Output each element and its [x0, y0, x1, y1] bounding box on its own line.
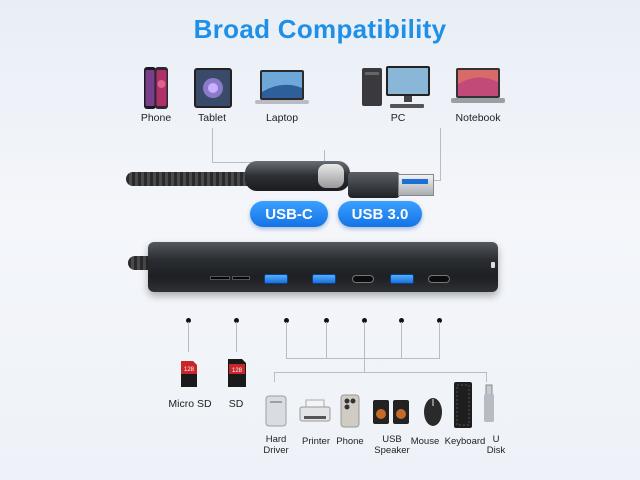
leader-line	[212, 128, 213, 162]
leader-dot	[234, 318, 239, 323]
device-label-laptop: Laptop	[265, 112, 299, 124]
usb-c-plug-tip	[318, 164, 344, 188]
sd-card-icon: 128	[226, 358, 248, 388]
device-label-tablet: Tablet	[197, 112, 227, 124]
leader-dot	[186, 318, 191, 323]
usb-device-label-u-disk: U Disk	[486, 434, 506, 456]
card-label-micro-sd: Micro SD	[168, 398, 212, 410]
keyboard-icon	[452, 380, 474, 430]
usb-device-label-phone: Phone	[336, 436, 364, 447]
usb-a-plug	[348, 172, 400, 198]
smartphone-icon	[338, 394, 362, 428]
desktop-pc-icon	[360, 62, 434, 112]
page-title: Broad Compatibility	[193, 14, 447, 44]
hub-indicator-light	[491, 262, 495, 268]
leader-line	[326, 322, 327, 358]
hard-drive-icon	[264, 394, 288, 428]
usb-c-badge: USB-C	[250, 201, 328, 227]
leader-dot	[399, 318, 404, 323]
leader-dot	[362, 318, 367, 323]
hub-cable	[128, 256, 154, 270]
leader-dot	[324, 318, 329, 323]
laptop-icon	[254, 66, 310, 110]
usb-a-badge: USB 3.0	[338, 201, 422, 227]
leader-line	[286, 322, 287, 358]
sd-card-slot	[210, 276, 230, 280]
micro-sd-card-icon: 128	[178, 360, 200, 388]
micro-sd-capacity: 128	[184, 367, 195, 373]
printer-icon	[298, 398, 332, 426]
card-label-sd: SD	[228, 398, 244, 410]
leader-line	[236, 322, 237, 352]
usb-a-plug-tip	[398, 174, 434, 196]
usb-device-label-usb-speaker: USB Speaker	[374, 434, 410, 456]
leader-line	[286, 358, 440, 359]
usb-device-label-mouse: Mouse	[410, 436, 440, 447]
mouse-icon	[422, 394, 444, 428]
leader-line	[274, 372, 486, 373]
usb-device-label-printer: Printer	[302, 436, 330, 447]
leader-line	[401, 322, 402, 358]
usb-c-port	[428, 275, 450, 283]
leader-dot	[284, 318, 289, 323]
usb-flash-drive-icon	[482, 384, 496, 424]
micro-sd-slot	[232, 276, 250, 280]
smartphone-icon	[140, 66, 172, 110]
usb-hub-body	[148, 242, 498, 292]
usb-a-port	[264, 274, 288, 284]
leader-line	[440, 128, 441, 180]
leader-line	[486, 372, 487, 382]
usb-a-plug-tongue	[402, 179, 428, 184]
speaker-icon	[372, 398, 410, 426]
leader-dot	[437, 318, 442, 323]
leader-line	[188, 322, 189, 352]
leader-line	[439, 322, 440, 358]
notebook-icon	[450, 64, 506, 110]
sd-capacity: 128	[232, 368, 243, 374]
leader-line	[434, 180, 441, 181]
device-label-phone: Phone	[140, 112, 172, 124]
leader-line	[364, 322, 365, 358]
usb-a-port	[312, 274, 336, 284]
device-label-notebook: Notebook	[455, 112, 501, 124]
device-label-pc: PC	[390, 112, 406, 124]
usb-c-port	[352, 275, 374, 283]
leader-line	[324, 150, 325, 163]
leader-line	[274, 372, 275, 382]
tablet-icon	[192, 66, 234, 110]
leader-line	[364, 358, 365, 372]
usb-device-label-keyboard: Keyboard	[444, 436, 486, 447]
usb-a-port	[390, 274, 414, 284]
usb-device-label-hard-driver: Hard Driver	[263, 434, 289, 456]
